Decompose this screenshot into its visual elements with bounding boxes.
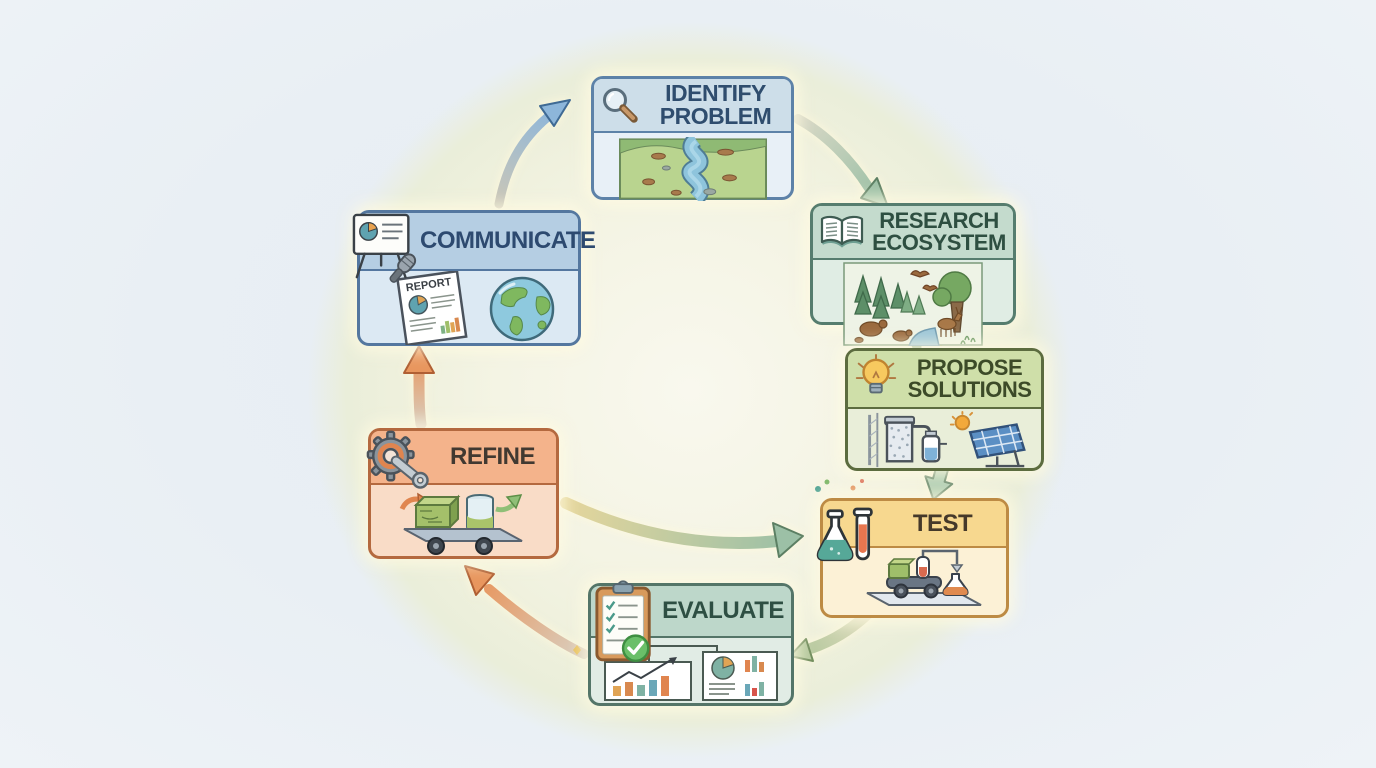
clipboard-checklist-icon <box>595 580 651 663</box>
step-test: TEST <box>816 498 1009 618</box>
arrow-identify-to-research <box>793 114 889 208</box>
step-propose-solutions: PROPOSE SOLUTIONS <box>845 348 1044 471</box>
forest-wildlife-illustration <box>843 262 983 346</box>
research-header: RESEARCH ECOSYSTEM <box>813 206 1013 260</box>
step-evaluate: EVALUATE <box>588 580 794 706</box>
communicate-title: COMMUNICATE <box>420 227 596 255</box>
research-title-line1: RESEARCH <box>879 208 999 234</box>
identify-header: IDENTIFY PROBLEM <box>594 79 791 133</box>
test-header: TEST <box>823 501 1006 548</box>
refine-title: REFINE <box>435 445 550 469</box>
propose-title: PROPOSE SOLUTIONS <box>904 357 1035 400</box>
propose-title-line1: PROPOSE <box>916 355 1023 381</box>
lightbulb-icon <box>855 354 897 394</box>
arrow-evaluate-to-refine <box>464 565 589 659</box>
charts-illustration <box>604 645 778 701</box>
prototype-cart-illustration <box>399 492 522 555</box>
test-title-line1: TEST <box>912 509 973 537</box>
gear-wrench-icon <box>366 430 429 489</box>
magnifier-icon <box>603 88 638 123</box>
evaluate-title-line1: EVALUATE <box>662 597 784 625</box>
step-communicate: COMMUNICATE REPORT <box>352 210 596 346</box>
communicate-title-line1: COMMUNICATE <box>420 227 596 255</box>
step-identify-problem: IDENTIFY PROBLEM <box>591 76 794 201</box>
identify-title: IDENTIFY PROBLEM <box>646 82 785 127</box>
propose-title-line2: SOLUTIONS <box>907 377 1032 402</box>
research-title-line2: ECOSYSTEM <box>872 230 1006 255</box>
refine-title-line1: REFINE <box>449 443 536 471</box>
flask-and-test-tube-icon <box>816 507 873 562</box>
step-refine: REFINE <box>366 428 559 559</box>
arrow-refine-to-test <box>560 497 804 558</box>
research-title: RESEARCH ECOSYSTEM <box>871 210 1007 253</box>
open-book-icon <box>820 215 864 248</box>
step-research-ecosystem: RESEARCH ECOSYSTEM <box>810 203 1016 346</box>
lab-experiment-illustration <box>866 549 982 606</box>
identify-title-line2: PROBLEM <box>659 103 772 129</box>
report-and-globe-illustration: REPORT <box>396 271 555 345</box>
polluted-river-illustration <box>618 137 767 201</box>
presentation-mic-icon <box>352 213 417 283</box>
identify-title-line1: IDENTIFY <box>665 80 766 107</box>
arrow-refine-to-communicate <box>403 345 435 430</box>
evaluate-title: EVALUATE <box>661 599 785 623</box>
propose-header: PROPOSE SOLUTIONS <box>848 351 1041 409</box>
arrow-communicate-to-identify <box>494 99 571 209</box>
filter-solar-illustration <box>867 411 1026 468</box>
test-title: TEST <box>885 509 1000 537</box>
